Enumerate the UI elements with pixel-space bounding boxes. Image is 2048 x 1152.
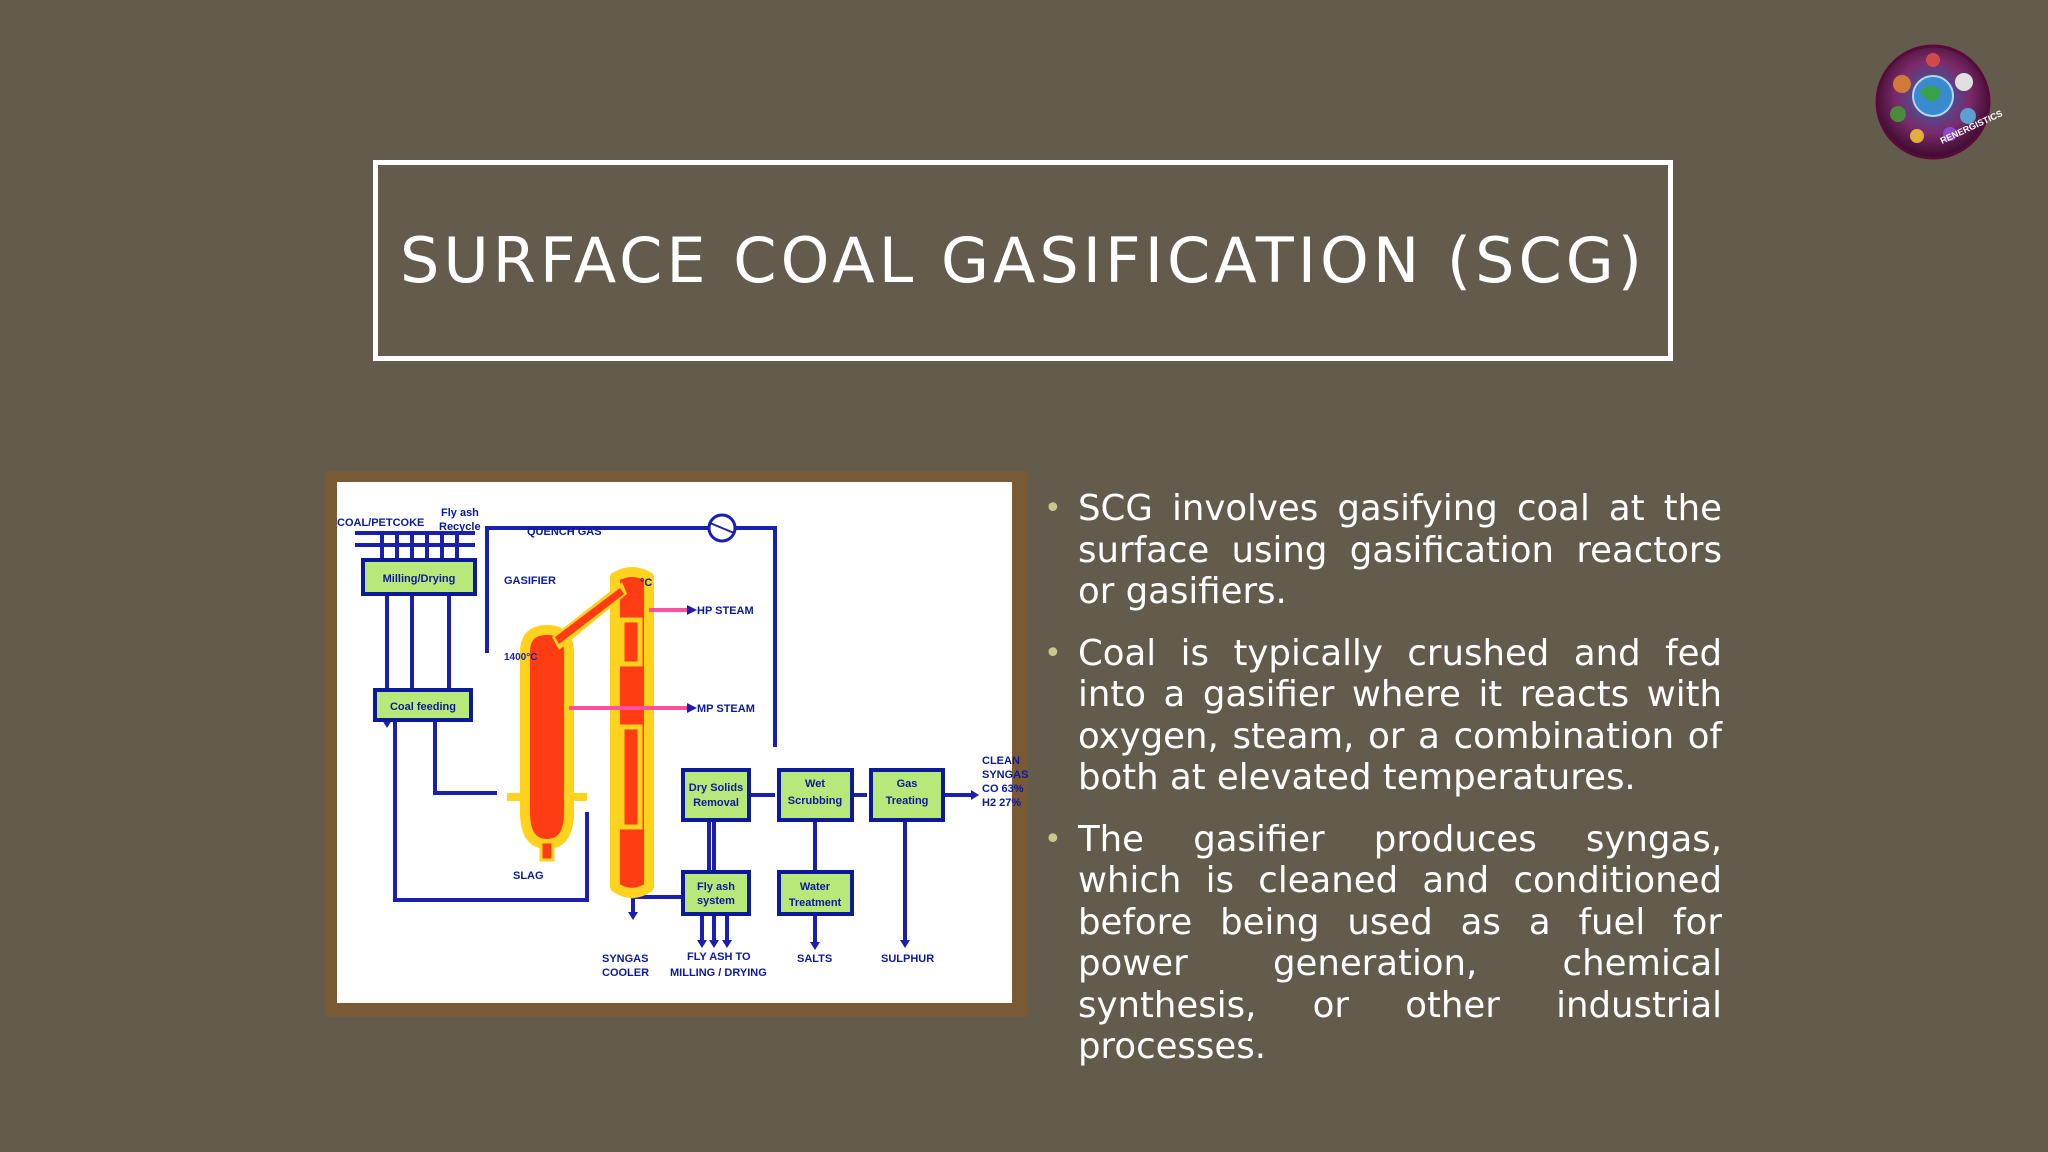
- bullet-text: Coal is typically crushed and fed into a…: [1078, 632, 1722, 799]
- label-fly-ash-to-1: FLY ASH TO: [687, 951, 751, 963]
- title-box: SURFACE COAL GASIFICATION (SCG): [373, 160, 1673, 361]
- bullet-list: • SCG involves gasifying coal at the surf…: [1040, 488, 1722, 1088]
- label-coal-petcoke: COAL/PETCOKE: [337, 517, 424, 529]
- label-gasifier: GASIFIER: [504, 575, 556, 587]
- label-fly-ash-to-2: MILLING / DRYING: [670, 967, 767, 979]
- label-mp-steam: MP STEAM: [697, 703, 755, 715]
- label-temp-top: °C: [640, 577, 652, 589]
- label-clean-2: SYNGAS: [982, 769, 1028, 781]
- label-clean-4: H2 27%: [982, 797, 1021, 809]
- label-salts: SALTS: [797, 953, 832, 965]
- box-water-treatment-label-2: Treatment: [789, 897, 842, 909]
- box-dry-solids-label-1: Dry Solids: [689, 782, 743, 794]
- slide-title: SURFACE COAL GASIFICATION (SCG): [400, 224, 1646, 297]
- box-gas-treating-label-1: Gas: [897, 778, 918, 790]
- bullet-item: • Coal is typically crushed and fed into …: [1040, 633, 1722, 799]
- globe-logo-icon: RENERGISTICS: [1875, 44, 2004, 160]
- box-wet-scrubbing-label-1: Wet: [805, 778, 825, 790]
- bullet-dot-icon: •: [1044, 491, 1062, 526]
- bullet-dot-icon: •: [1044, 635, 1062, 671]
- label-quench-gas: QUENCH GAS: [527, 526, 602, 538]
- bullet-text: SCG involves gasifying coal at the surfa…: [1078, 488, 1722, 612]
- box-gas-treating-label-2: Treating: [886, 795, 929, 807]
- box-fly-ash-system-label-1: Fly ash: [697, 881, 735, 893]
- label-hp-steam: HP STEAM: [697, 605, 754, 617]
- label-fly-ash-recycle-2: Recycle: [439, 521, 481, 533]
- label-fly-ash-recycle-1: Fly ash: [441, 507, 479, 519]
- box-fly-ash-system-label-2: system: [697, 895, 735, 907]
- label-slag: SLAG: [513, 870, 544, 882]
- label-clean-1: CLEAN: [982, 755, 1020, 767]
- bullet-text: The gasifier produces syngas, which is c…: [1078, 818, 1722, 1068]
- label-clean-3: CO 63%: [982, 783, 1024, 795]
- label-sulphur: SULPHUR: [881, 953, 934, 965]
- process-diagram-frame: COAL/PETCOKE Fly ash Recycle QUENCH GAS …: [325, 471, 1028, 1017]
- label-temp-gasifier: 1400°C: [504, 652, 537, 663]
- box-wet-scrubbing-label-2: Scrubbing: [788, 795, 842, 807]
- box-milling-label: Milling/Drying: [383, 573, 456, 585]
- box-dry-solids-label-2: Removal: [693, 797, 739, 809]
- box-water-treatment-label-1: Water: [800, 881, 831, 893]
- renergistics-logo: RENERGISTICS: [1872, 44, 2004, 160]
- bullet-item: • SCG involves gasifying coal at the surf…: [1040, 488, 1722, 613]
- box-coal-feeding-label: Coal feeding: [390, 701, 456, 713]
- label-syngas-cooler-1: SYNGAS: [602, 953, 648, 965]
- bullet-dot-icon: •: [1044, 821, 1062, 857]
- gasification-flow-diagram: COAL/PETCOKE Fly ash Recycle QUENCH GAS …: [337, 507, 1028, 979]
- bullet-item: • The gasifier produces syngas, which is …: [1040, 819, 1722, 1068]
- process-diagram: COAL/PETCOKE Fly ash Recycle QUENCH GAS …: [337, 482, 1028, 1003]
- label-syngas-cooler-2: COOLER: [602, 967, 649, 979]
